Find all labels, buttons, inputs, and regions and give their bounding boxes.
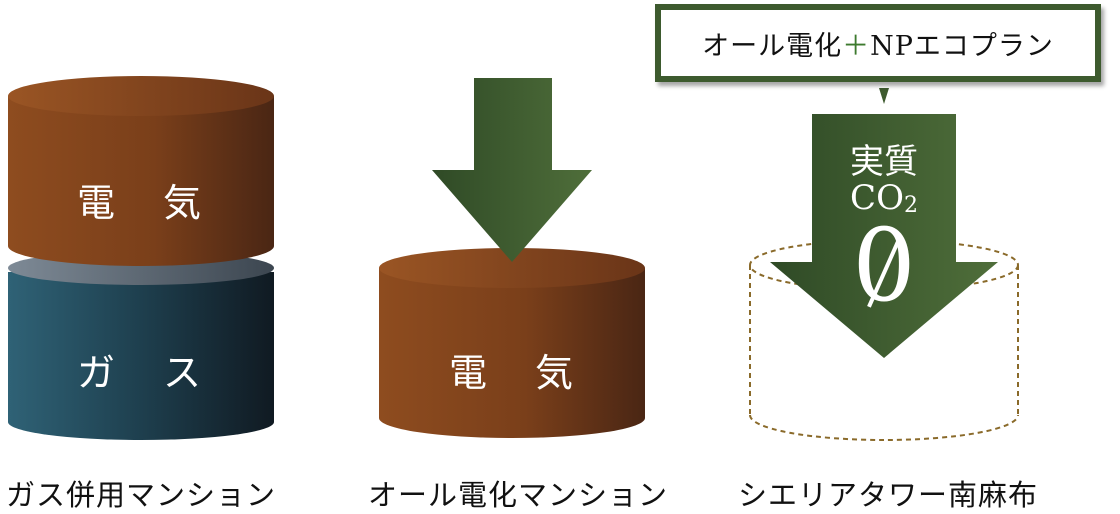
cylinder-electric-stacked [8, 76, 274, 266]
plan-box: オール電化＋NPエコプラン [655, 4, 1101, 82]
big-down-arrow-icon [770, 114, 998, 358]
electric-label-stacked: 電 気 [76, 181, 220, 225]
cylinder-gas [8, 272, 274, 440]
plan-plus: ＋ [842, 30, 871, 62]
pointer-triangle-icon [879, 88, 889, 104]
arrow-text-jisshitsu: 実質 [850, 142, 918, 182]
electric-label: 電 気 [448, 351, 592, 395]
caption-gas-mansion: ガス併用マンション [6, 478, 277, 512]
plan-text-before: オール電化 [702, 30, 843, 62]
plan-text: オール電化＋NPエコプラン [702, 24, 1054, 63]
co2-main: CO [850, 178, 904, 218]
plan-text-after: NPエコプラン [870, 30, 1054, 62]
gas-label: ガ ス [76, 351, 220, 395]
caption-sieria-tower: シエリアタワー南麻布 [738, 478, 1039, 512]
arrow-text-co2: CO2 [850, 178, 918, 218]
down-arrow-icon [432, 78, 592, 262]
co2-subscript: 2 [903, 193, 918, 218]
caption-all-electric-mansion: オール電化マンション [368, 478, 669, 512]
cylinder-electric [379, 248, 645, 438]
